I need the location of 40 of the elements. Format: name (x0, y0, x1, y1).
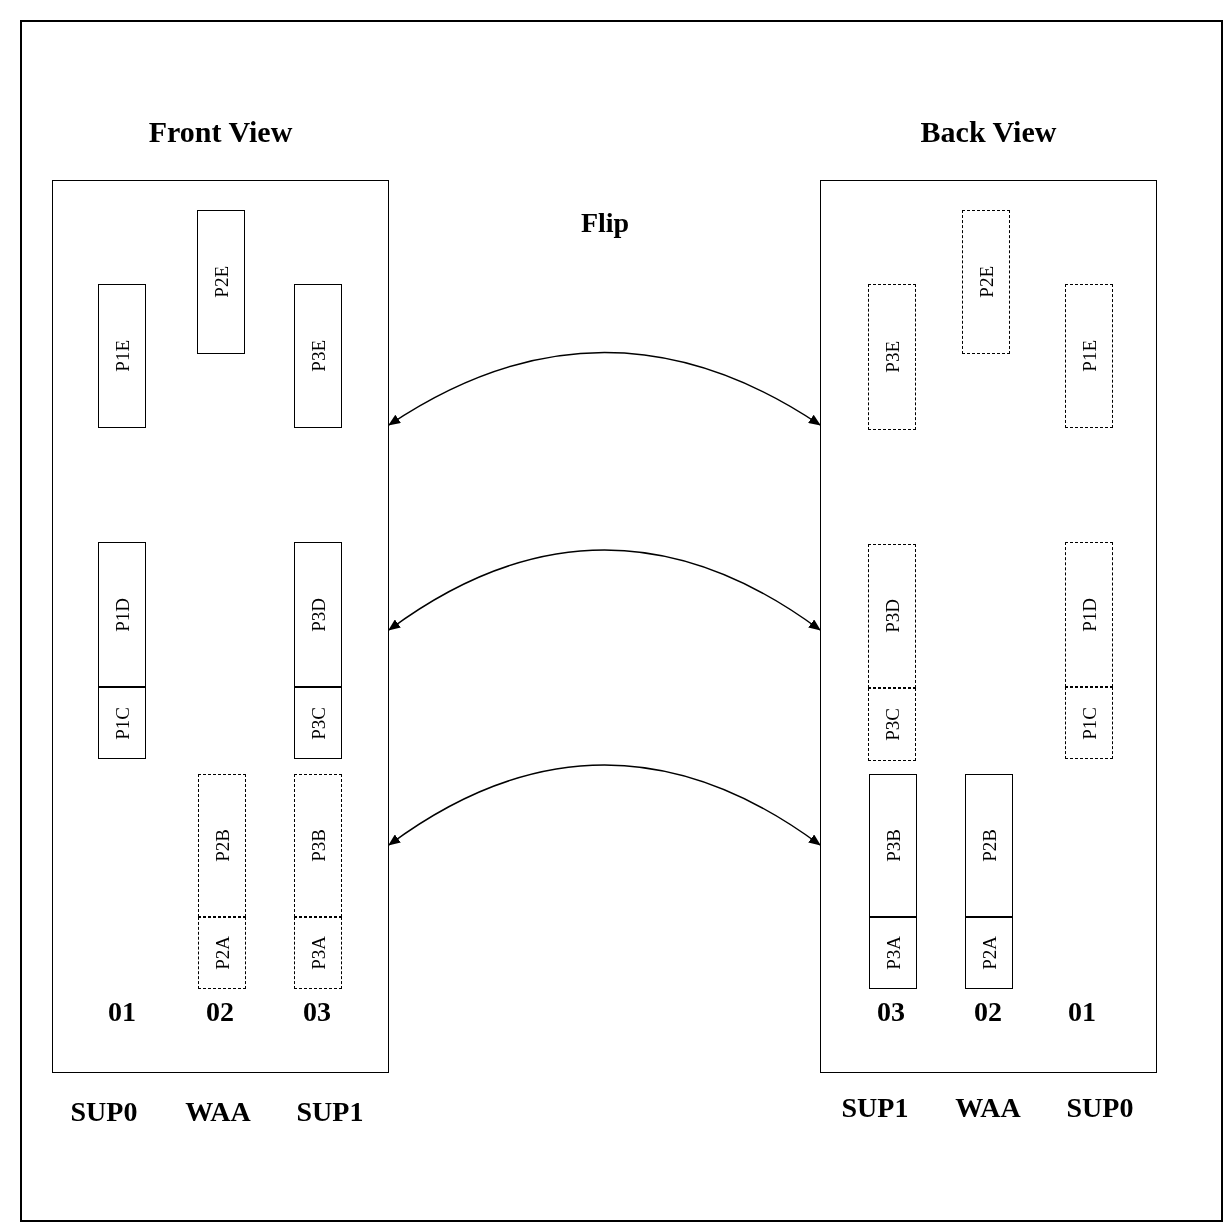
view-title: Back View (920, 114, 1057, 150)
flip-label: Flip (580, 206, 630, 240)
slot-box (198, 917, 246, 989)
slot-box (965, 917, 1013, 989)
curved-arrow (388, 549, 821, 631)
slot-box (98, 284, 146, 428)
slot-box (868, 544, 916, 688)
slot-box (1065, 284, 1113, 428)
slot-name-label: 03 (303, 995, 331, 1029)
slot-box (868, 688, 916, 761)
slot-box (965, 774, 1013, 917)
slot-box (294, 542, 342, 687)
slot-name-label: SUP1 (841, 1091, 909, 1125)
slot-box (1065, 687, 1113, 759)
slot-name-label: 01 (1068, 995, 1096, 1029)
slot-box (962, 210, 1010, 354)
slot-name-label: 03 (877, 995, 905, 1029)
slot-box (294, 687, 342, 759)
slot-name-label: 02 (974, 995, 1002, 1029)
view-title: Front View (148, 114, 293, 150)
slot-box (294, 917, 342, 989)
curved-arrow (388, 764, 821, 846)
slot-box (294, 284, 342, 428)
slot-name-label: 01 (108, 995, 136, 1029)
slot-box (869, 917, 917, 989)
slot-box (198, 774, 246, 917)
slot-name-label: SUP1 (296, 1095, 364, 1129)
slot-box (197, 210, 245, 354)
slot-box (294, 774, 342, 917)
slot-box (868, 284, 916, 430)
slot-name-label: 02 (206, 995, 234, 1029)
slot-name-label: SUP0 (70, 1095, 138, 1129)
slot-box (869, 774, 917, 917)
curved-arrow (388, 351, 821, 426)
slot-box (1065, 542, 1113, 687)
slot-name-label: WAA (955, 1091, 1021, 1125)
slot-box (98, 687, 146, 759)
slot-box (98, 542, 146, 687)
slot-name-label: WAA (185, 1095, 251, 1129)
slot-name-label: SUP0 (1066, 1091, 1134, 1125)
